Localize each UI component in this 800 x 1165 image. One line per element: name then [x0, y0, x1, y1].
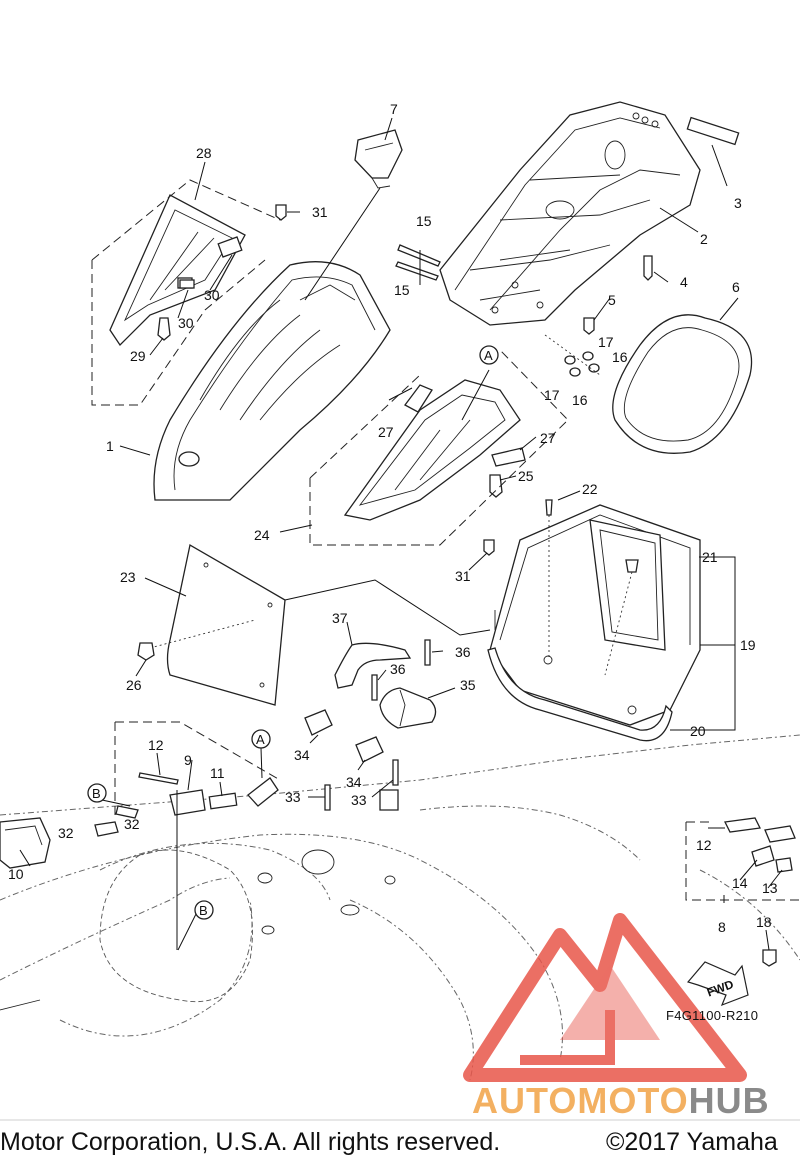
- callout-20: 20: [690, 723, 706, 739]
- watermark-part2: HUB: [688, 1080, 770, 1121]
- rear-frame-2: [439, 101, 701, 326]
- callout-27: 27: [378, 424, 394, 440]
- bolts-4-5: [583, 255, 653, 335]
- callout-34: 34: [294, 747, 310, 763]
- ref-b-bottom: B: [199, 903, 208, 918]
- deck-cover-1: [153, 261, 391, 501]
- callout-37: 37: [332, 610, 348, 626]
- callout-34b: 34: [346, 774, 362, 790]
- callout-29: 29: [130, 348, 146, 364]
- automotohub-logo: [463, 913, 747, 1082]
- callout-16: 16: [612, 349, 628, 365]
- callout-27b: 27: [540, 430, 556, 446]
- callout-19: 19: [740, 637, 756, 653]
- pads-34: [304, 709, 384, 763]
- callout-24: 26: [126, 677, 142, 693]
- reference-circles: A A B B: [87, 345, 499, 920]
- callout-8: 8: [718, 919, 726, 935]
- callout-9: 9: [184, 752, 192, 768]
- callout-1: 1: [106, 438, 114, 454]
- callout-15: 15: [416, 213, 432, 229]
- copyright-right: ©2017 Yamaha: [606, 1128, 778, 1156]
- ref-circle-a-top: [479, 345, 499, 365]
- callout-15b: 15: [394, 282, 410, 298]
- callout-36b: 36: [390, 661, 406, 677]
- callout-10: 10: [8, 866, 24, 882]
- callout-4: 4: [680, 274, 688, 290]
- copyright-left: Motor Corporation, U.S.A. All rights res…: [0, 1128, 501, 1156]
- callout-13: 13: [762, 880, 778, 896]
- latch-35: [379, 687, 437, 729]
- watermark-part1: AUTOMOTO: [472, 1080, 689, 1121]
- callout-6: 6: [732, 279, 740, 295]
- ref-circle-b-top: [87, 783, 107, 803]
- clips-32: [94, 805, 139, 837]
- callout-3: 3: [734, 195, 742, 211]
- callout-28: 28: [196, 145, 212, 161]
- strap-37: [334, 642, 412, 689]
- callout-2: 2: [700, 231, 708, 247]
- callout-5: 5: [608, 292, 616, 308]
- pins-33: [324, 759, 399, 811]
- callout-17: 17: [598, 334, 614, 350]
- callout-36: 36: [455, 644, 471, 660]
- washers-nuts-16-17: [544, 334, 601, 377]
- callout-17b: 17: [544, 387, 560, 403]
- callout-14: 14: [732, 875, 748, 891]
- fwd-arrow-icon: FWD: [686, 961, 749, 1007]
- callout-18: 18: [756, 914, 772, 930]
- callout-11: 11: [210, 765, 225, 781]
- bolt-18: [762, 949, 777, 967]
- bolts-31: [275, 204, 495, 556]
- callout-22: 22: [582, 481, 598, 497]
- callout-23: 23: [120, 569, 136, 585]
- callout-25: 24: [254, 527, 270, 543]
- lid-panel-23: [149, 543, 491, 706]
- callout-31b: 31: [455, 568, 471, 584]
- leader-lines: [19, 117, 783, 951]
- ref-a-bottom: A: [256, 732, 265, 747]
- ref-a-top: A: [484, 348, 493, 363]
- callout-21: 21: [702, 549, 718, 565]
- lock-assembly-9-11-12: [114, 721, 281, 820]
- callout-35: 35: [460, 677, 476, 693]
- rubber-strip-3: [686, 116, 740, 146]
- bin-gasket-20: [487, 647, 673, 742]
- cover-panel-28: [91, 179, 281, 406]
- callout-33: 33: [285, 789, 301, 805]
- callout-33b: 33: [351, 792, 367, 808]
- inset-assembly-8: [685, 817, 800, 901]
- cover-panel-25: [309, 349, 569, 546]
- ref-circle-a-bottom: [251, 729, 271, 749]
- callout-numbers: 28 7 31 3 2 15 4 15 5 6 30 30 17 29 16 1…: [8, 101, 778, 935]
- watermark-text: AUTOMOTOHUB: [472, 1080, 770, 1122]
- ref-circle-b-bottom: [194, 900, 214, 920]
- bracket-10: [0, 817, 51, 869]
- callout-30: 30: [204, 287, 220, 303]
- callout-12b: 12: [696, 837, 712, 853]
- screw-24: [137, 642, 155, 661]
- callout-30b: 30: [178, 315, 194, 331]
- fasteners-29-30: [157, 279, 195, 341]
- callout-16b: 16: [572, 392, 588, 408]
- diagram-code: F4G1100-R210: [666, 1008, 759, 1023]
- grab-handle-7: [354, 129, 403, 189]
- callout-32: 32: [124, 816, 140, 832]
- callout-26: 25: [518, 468, 534, 484]
- callout-7: 7: [390, 101, 398, 117]
- callout-12: 12: [148, 737, 164, 753]
- seal-ring-6: [612, 314, 753, 454]
- callout-32b: 32: [58, 825, 74, 841]
- fasteners-21-22: [545, 499, 639, 676]
- ref-b-top: B: [92, 786, 101, 801]
- pins-36: [371, 639, 431, 701]
- hull-outline: [0, 734, 800, 1081]
- callout-31: 31: [312, 204, 328, 220]
- bolts-15: [395, 244, 441, 281]
